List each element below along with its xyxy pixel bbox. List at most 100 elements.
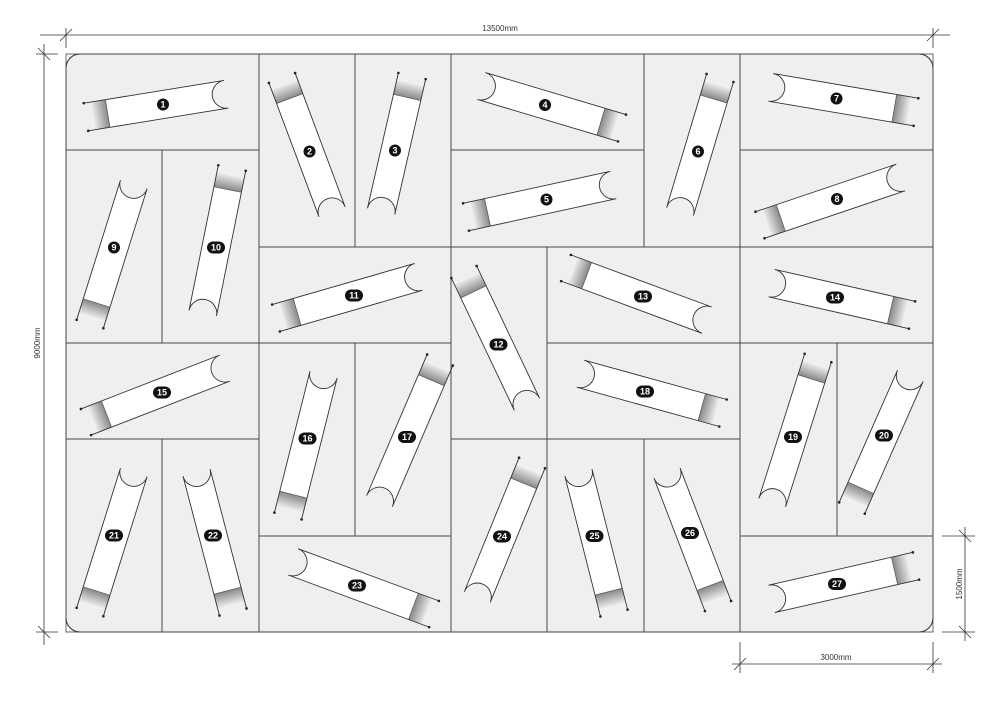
slot-outline — [758, 353, 832, 508]
slot-end-dot — [837, 501, 841, 504]
slot-unit-21: 21 — [75, 468, 148, 618]
slot-unit-2: 2 — [267, 71, 346, 217]
unit-number-badge — [105, 529, 123, 542]
total-height-label: 9000mm — [33, 327, 42, 358]
slot-end-dot — [424, 77, 427, 81]
slot-outline — [477, 72, 627, 142]
slot-end-line — [393, 93, 421, 101]
slot-end-dot — [626, 608, 629, 611]
slot-end-dot — [475, 264, 478, 268]
slot-end-line — [596, 108, 606, 136]
unit-number: 14 — [830, 293, 840, 303]
slot-end-dot — [599, 615, 602, 618]
unit-number-badge — [636, 385, 654, 398]
slot-outline — [838, 369, 924, 514]
slot-shading — [841, 482, 874, 509]
slot-shading — [697, 580, 729, 606]
slot-unit-3: 3 — [367, 71, 427, 215]
unit-number-badge — [692, 145, 704, 158]
unit-number: 5 — [544, 195, 549, 205]
slot-outline — [768, 551, 920, 613]
slot-end-dot — [559, 279, 563, 283]
unit-number-badge — [108, 241, 120, 254]
slot-shading — [891, 94, 913, 125]
slot-outline — [564, 469, 629, 617]
slot-end-dot — [863, 512, 867, 515]
unit-number-badge — [489, 338, 508, 351]
slot-shading — [213, 171, 245, 193]
unit-number-badge — [493, 530, 511, 543]
slot-end-dot — [300, 518, 303, 521]
slot-shading — [89, 99, 110, 130]
slot-unit-8: 8 — [754, 163, 906, 240]
slot-shading — [453, 271, 487, 298]
slot-shading — [86, 400, 112, 433]
slot-outline — [367, 72, 427, 215]
unit-number-badge — [681, 527, 699, 539]
slot-end-line — [279, 490, 308, 499]
slot-shading — [510, 463, 543, 489]
slot-end-dot — [450, 276, 453, 280]
unit-number: 26 — [685, 528, 695, 538]
slot-end-dot — [293, 71, 297, 75]
slot-end-dot — [763, 236, 766, 240]
slot-end-line — [276, 93, 303, 104]
unit-number-badge — [831, 193, 843, 205]
slot-unit-4: 4 — [477, 72, 628, 143]
slot-end-dot — [427, 625, 431, 629]
unit-number-badge — [830, 92, 843, 105]
slot-end-line — [101, 400, 112, 428]
slot-unit-6: 6 — [666, 72, 735, 216]
slot-shading — [270, 78, 303, 104]
slot-shading — [393, 78, 425, 101]
slot-end-dot — [830, 360, 833, 364]
slot-shading — [798, 359, 830, 384]
slot-end-dot — [569, 253, 573, 257]
slot-end-dot — [82, 101, 86, 105]
dimension-lines: 13500mm 9000mm 1500mm 3000mm — [33, 24, 975, 673]
unit-number-badge — [389, 144, 401, 157]
slot-outline — [188, 165, 247, 317]
slot-end-dot — [218, 614, 221, 617]
unit-number: 25 — [589, 531, 599, 541]
slot-end-dot — [717, 425, 721, 428]
unit-number: 17 — [402, 432, 412, 442]
slot-end-dot — [75, 318, 78, 322]
slot-end-dot — [754, 210, 757, 214]
slot-end-dot — [245, 607, 248, 610]
unit-number: 11 — [349, 291, 359, 301]
slot-end-dot — [913, 300, 917, 303]
unit-number: 19 — [788, 432, 798, 442]
slot-end-line — [776, 204, 786, 232]
unit-number: 9 — [111, 243, 116, 253]
unit-number-badge — [828, 578, 846, 590]
slot-outline — [666, 73, 734, 216]
unit-number: 24 — [497, 532, 507, 542]
slot-outline — [450, 265, 541, 411]
slot-unit-7: 7 — [768, 73, 920, 128]
slot-end-line — [460, 285, 487, 299]
slot-unit-13: 13 — [559, 253, 712, 334]
slot-end-dot — [451, 364, 455, 367]
slot-outline — [273, 371, 338, 520]
total-width-label: 13500mm — [482, 24, 518, 33]
unit-number-badge — [204, 529, 222, 542]
slot-end-dot — [703, 609, 707, 613]
slot-unit-15: 15 — [79, 354, 231, 437]
unit-number: 2 — [307, 147, 312, 157]
slot-end-dot — [917, 96, 920, 100]
slot-end-dot — [705, 72, 708, 76]
slot-end-dot — [244, 169, 248, 173]
dimension-left: 9000mm — [33, 44, 58, 645]
unit-number-badge — [539, 99, 551, 111]
unit-number-badge — [345, 289, 363, 302]
slot-unit-9: 9 — [75, 180, 148, 330]
unit-number: 13 — [638, 292, 648, 302]
slot-unit-25: 25 — [564, 469, 629, 618]
unit-number-badge — [348, 579, 366, 592]
unit-number: 8 — [834, 194, 839, 204]
unit-number-badge — [398, 431, 416, 443]
slot-outline — [768, 269, 916, 330]
